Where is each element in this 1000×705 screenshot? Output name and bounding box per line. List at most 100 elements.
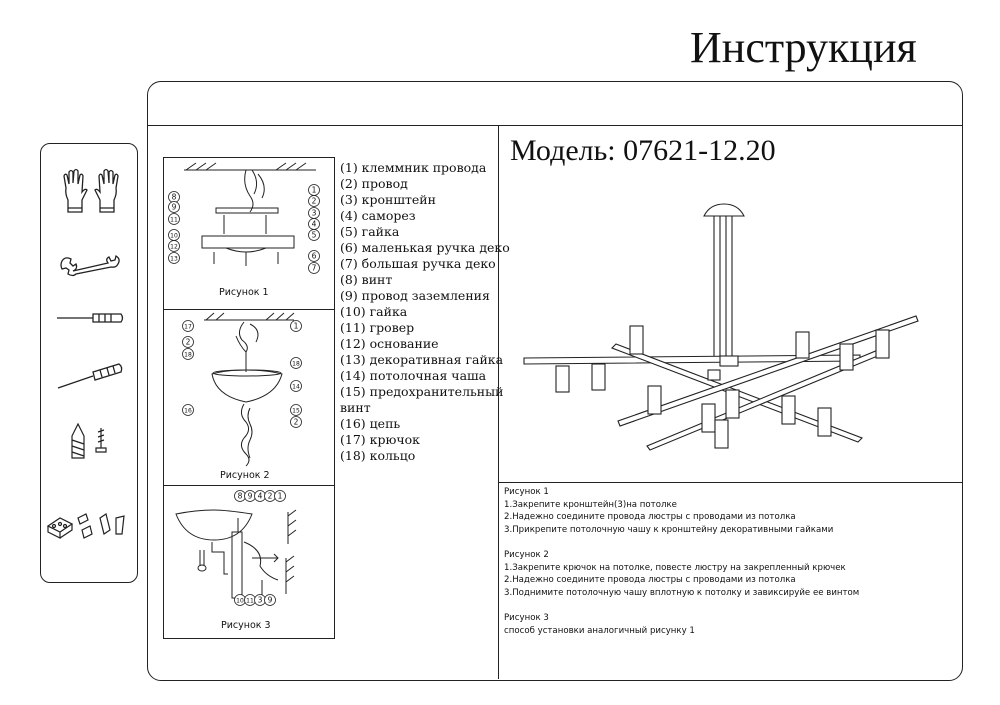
parts-list-item: (12) основание bbox=[340, 336, 439, 351]
callout-number: 16 bbox=[184, 408, 192, 415]
callout-number: 4 bbox=[258, 492, 263, 501]
figure-2-caption: Рисунок 2 bbox=[220, 470, 270, 481]
callout-number: 8 bbox=[172, 193, 177, 202]
figure-divider-2 bbox=[163, 485, 335, 486]
callout-number: 1 bbox=[312, 186, 317, 195]
callout-circle bbox=[274, 490, 286, 502]
model-number: Модель: 07621-12.20 bbox=[510, 134, 776, 167]
content-frame bbox=[147, 81, 963, 681]
gloves-icon bbox=[63, 168, 119, 213]
tools-panel bbox=[40, 143, 138, 583]
parts-list-item: (4) саморез bbox=[340, 208, 416, 223]
callout-circle bbox=[290, 380, 302, 392]
parts-list-item: (8) винт bbox=[340, 272, 393, 287]
callout-circle bbox=[182, 348, 194, 360]
wrench-icon bbox=[60, 255, 120, 277]
callout-number: 14 bbox=[292, 384, 300, 391]
chandelier-drawing bbox=[523, 203, 919, 451]
callout-circle bbox=[308, 195, 320, 207]
callout-number: 2 bbox=[312, 197, 317, 206]
callout-circle bbox=[182, 336, 194, 348]
callout-number: 11 bbox=[170, 217, 178, 224]
callout-number: 2 bbox=[268, 492, 273, 501]
installation-instructions: Рисунок 1 1.Закрепите кронштейн(3)на пот… bbox=[504, 486, 959, 637]
parts-list-item: (6) маленькая ручка деко bbox=[340, 240, 510, 255]
parts-list: (1) клеммник провода (2) провод (3) крон… bbox=[340, 160, 510, 464]
instr-fig1-title: Рисунок 1 bbox=[504, 487, 549, 497]
parts-list-item: (14) потолочная чаша bbox=[340, 368, 487, 383]
parts-list-item: (13) декоративная гайка bbox=[340, 352, 504, 367]
header-divider bbox=[147, 125, 963, 126]
instr-step: 1.Закрепите кронштейн(3)на потолке bbox=[504, 499, 677, 510]
callout-number: 10 bbox=[236, 598, 244, 605]
callout-circle bbox=[308, 262, 320, 274]
parts-list-item: (5) гайка bbox=[340, 224, 400, 239]
callout-number: 7 bbox=[312, 264, 317, 273]
figure-divider-1 bbox=[163, 309, 335, 310]
callout-circle bbox=[308, 229, 320, 241]
callout-circle bbox=[182, 320, 194, 332]
instr-fig3-title: Рисунок 3 bbox=[504, 612, 549, 623]
figure-1-caption: Рисунок 1 bbox=[219, 287, 269, 298]
callout-number: 9 bbox=[248, 492, 253, 501]
callout-number: 11 bbox=[246, 598, 254, 605]
figure-3-caption: Рисунок 3 bbox=[221, 620, 271, 631]
parts-list-item: (18) кольцо bbox=[340, 448, 416, 463]
parts-list-item: (15) предохранительный bbox=[340, 384, 504, 399]
instr-fig2-title: Рисунок 2 bbox=[504, 549, 549, 560]
callout-circle bbox=[168, 201, 180, 213]
parts-list-item: (11) гровер bbox=[340, 320, 415, 335]
instr-fig3-text: способ установки аналогичный рисунку 1 bbox=[504, 625, 695, 636]
callout-number: 9 bbox=[268, 596, 273, 605]
screwdriver-phillips-icon bbox=[57, 363, 123, 389]
callout-circle bbox=[290, 404, 302, 416]
callout-number: 17 bbox=[184, 324, 192, 331]
callout-number: 5 bbox=[312, 231, 317, 240]
screwdriver-flat-icon bbox=[57, 313, 124, 323]
callout-circle bbox=[168, 240, 180, 252]
parts-list-item: винт bbox=[340, 400, 371, 415]
parts-list-item: (3) кронштейн bbox=[340, 192, 436, 207]
instr-step: 3.Прикрепите потолочную чашу к кронштейн… bbox=[504, 524, 834, 535]
callout-number: 10 bbox=[170, 233, 178, 240]
callout-number: 12 bbox=[170, 244, 178, 251]
callout-number: 13 bbox=[170, 256, 178, 263]
instr-step: 2.Надежно соедините провода люстры с про… bbox=[504, 512, 796, 523]
figures-panel bbox=[163, 157, 335, 639]
callout-number: 1 bbox=[294, 322, 299, 331]
callout-number: 1 bbox=[278, 492, 283, 501]
callout-number: 15 bbox=[292, 408, 300, 415]
parts-list-item: (9) провод заземления bbox=[340, 288, 490, 303]
parts-list-item: (2) провод bbox=[340, 176, 408, 191]
parts-list-item: (10) гайка bbox=[340, 304, 408, 319]
callout-number: 18 bbox=[292, 361, 300, 368]
screws-icon bbox=[71, 422, 107, 459]
callout-circle bbox=[264, 594, 276, 606]
callout-circle bbox=[290, 416, 302, 428]
parts-list-item: (16) цепь bbox=[340, 416, 401, 431]
wire-connectors-icon bbox=[46, 513, 125, 539]
callout-number: 6 bbox=[312, 252, 317, 261]
right-row-divider bbox=[498, 482, 963, 483]
parts-list-item: (17) крючок bbox=[340, 432, 420, 447]
parts-list-item: (7) большая ручка деко bbox=[340, 256, 496, 271]
instr-step: 2.Надежно соедините провода люстры с про… bbox=[504, 575, 796, 586]
callout-number: 18 bbox=[184, 352, 192, 359]
callout-circle bbox=[290, 357, 302, 369]
callout-number: 8 bbox=[238, 492, 243, 501]
callout-circle bbox=[168, 252, 180, 264]
callout-number: 9 bbox=[172, 203, 177, 212]
column-divider bbox=[498, 126, 499, 679]
callout-number: 3 bbox=[312, 209, 317, 218]
instr-step: 1.Закрепите крючок на потолке, повесте л… bbox=[504, 562, 846, 573]
callout-circle bbox=[308, 250, 320, 262]
parts-list-item: (1) клеммник провода bbox=[340, 160, 487, 175]
callout-circle bbox=[290, 320, 302, 332]
document-title: Инструкция bbox=[690, 23, 917, 72]
instr-step: 3.Поднимите потолочную чашу вплотную к п… bbox=[504, 587, 860, 598]
callout-number: 4 bbox=[312, 220, 317, 229]
callout-number: 2 bbox=[294, 418, 299, 427]
